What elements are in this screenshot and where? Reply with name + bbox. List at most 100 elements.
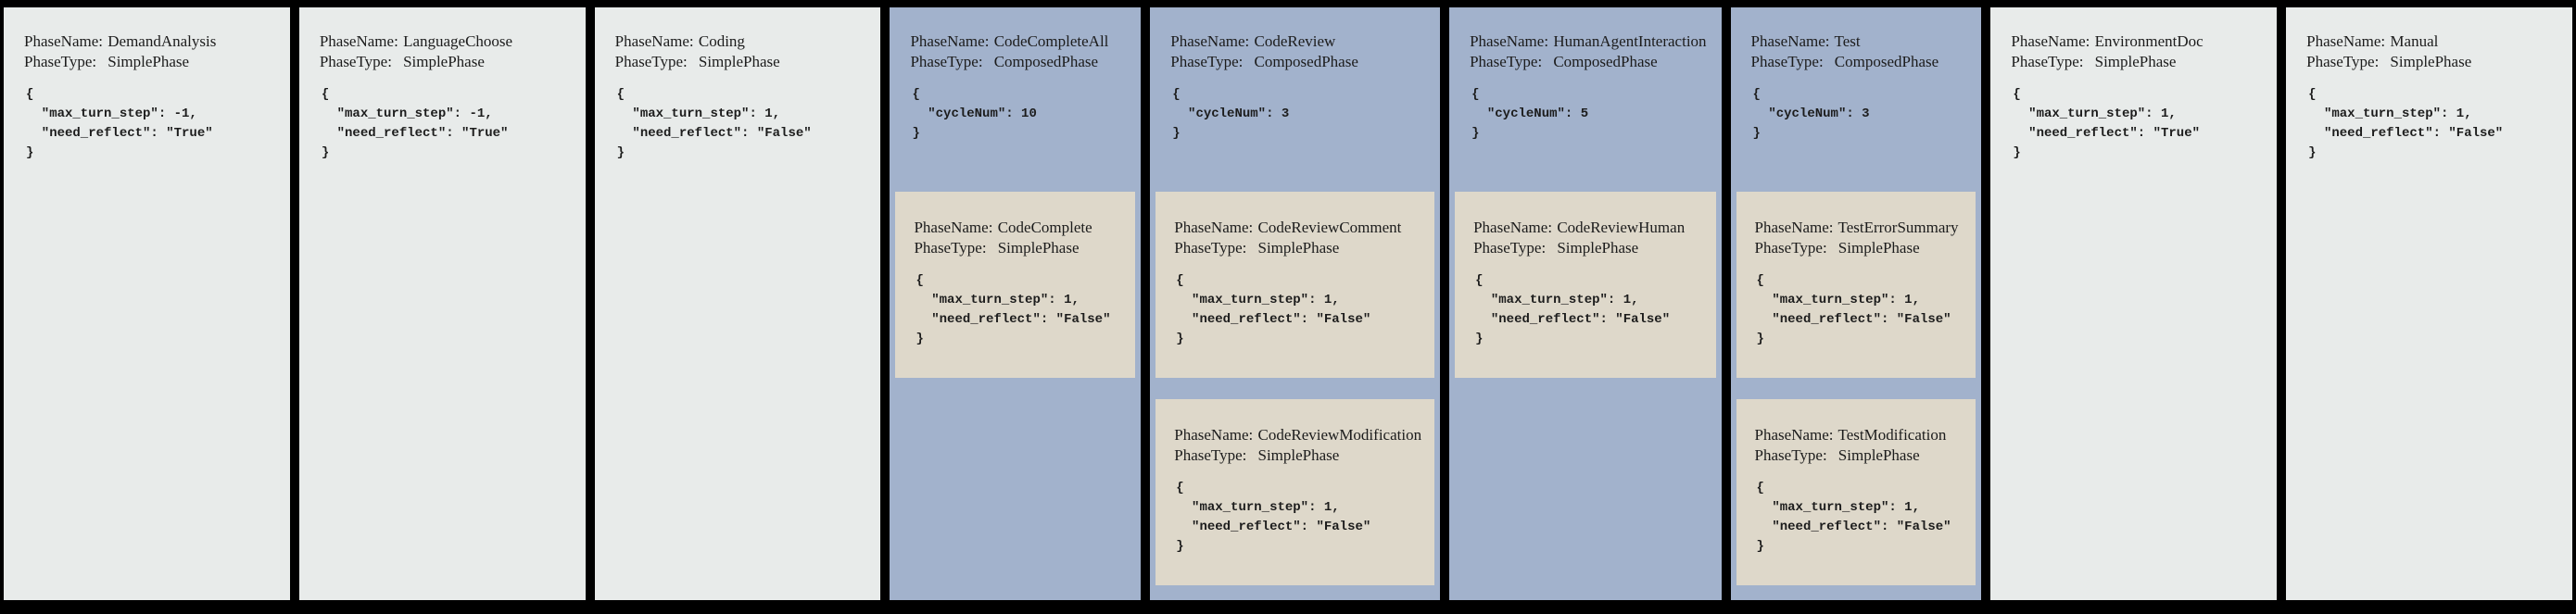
composed-phase-header: PhaseName: CodeCompleteAll PhaseType: Co… — [890, 7, 1141, 192]
phase-name-label: PhaseName: — [910, 32, 990, 50]
phase-type-label: PhaseType: — [2306, 53, 2380, 70]
phase-card-environment-doc: PhaseName: EnvironmentDoc PhaseType: Sim… — [1990, 7, 2278, 600]
phase-type-row: PhaseType: SimplePhase — [615, 52, 866, 72]
phase-type-value: SimplePhase — [698, 53, 780, 70]
composed-phase-header: PhaseName: Test PhaseType: ComposedPhase… — [1731, 7, 1982, 192]
phase-type-value: SimplePhase — [1837, 446, 1920, 464]
phase-type-label: PhaseType: — [1470, 53, 1543, 70]
phase-type-row: PhaseType: ComposedPhase — [910, 52, 1126, 72]
sub-phase-card-test-error-summary: PhaseName: TestErrorSummary PhaseType: S… — [1736, 192, 1976, 378]
phase-config-json: { "max_turn_step": 1, "need_reflect": "F… — [616, 87, 812, 160]
phase-name-value: Test — [1834, 32, 1861, 50]
sub-phase-card-code-review-modification: PhaseName: CodeReviewModification PhaseT… — [1155, 399, 1435, 585]
phase-name-label: PhaseName: — [1754, 219, 1834, 236]
phase-type-row: PhaseType: SimplePhase — [1755, 445, 1964, 466]
phase-type-value: SimplePhase — [1257, 239, 1340, 257]
phase-name-label: PhaseName: — [1174, 219, 1254, 236]
phase-type-row: PhaseType: SimplePhase — [2306, 52, 2557, 72]
phase-config-json: { "max_turn_step": 1, "need_reflect": "F… — [1756, 481, 1951, 554]
phase-name-label: PhaseName: — [1174, 426, 1254, 444]
phase-name-value: CodeReviewModification — [1257, 426, 1422, 444]
phase-type-label: PhaseType: — [1750, 53, 1824, 70]
phase-type-row: PhaseType: ComposedPhase — [1170, 52, 1425, 72]
phase-type-value: ComposedPhase — [1254, 53, 1358, 70]
phase-card-language-choose: PhaseName: LanguageChoose PhaseType: Sim… — [298, 7, 586, 600]
phase-name-row: PhaseName: TestErrorSummary — [1755, 218, 1964, 238]
phase-config-json: { "max_turn_step": 1, "need_reflect": "F… — [1176, 273, 1371, 346]
phase-type-value: SimplePhase — [1257, 446, 1340, 464]
phase-type-row: PhaseType: SimplePhase — [1473, 238, 1702, 258]
phase-name-label: PhaseName: — [914, 219, 993, 236]
phase-type-label: PhaseType: — [910, 53, 983, 70]
phase-type-row: PhaseType: SimplePhase — [1174, 445, 1421, 466]
composed-phase-header: PhaseName: CodeReview PhaseType: Compose… — [1150, 7, 1440, 192]
phase-type-row: PhaseType: SimplePhase — [1174, 238, 1421, 258]
phase-type-row: PhaseType: ComposedPhase — [1751, 52, 1967, 72]
phase-name-row: PhaseName: HumanAgentInteraction — [1470, 31, 1706, 52]
phase-name-label: PhaseName: — [2011, 32, 2090, 50]
phase-config-json: { "cycleNum": 5 } — [1471, 87, 1589, 141]
phase-name-value: Manual — [2390, 32, 2439, 50]
phase-config-json: { "max_turn_step": 1, "need_reflect": "F… — [915, 273, 1111, 346]
phase-config-json: { "cycleNum": 3 } — [1752, 87, 1870, 141]
phase-type-value: SimplePhase — [107, 53, 190, 70]
phase-name-row: PhaseName: CodeReviewModification — [1174, 425, 1421, 445]
phase-type-value: SimplePhase — [997, 239, 1080, 257]
sub-phase-card-code-complete: PhaseName: CodeComplete PhaseType: Simpl… — [895, 192, 1136, 378]
phase-type-label: PhaseType: — [614, 53, 688, 70]
phase-name-value: HumanAgentInteraction — [1553, 32, 1707, 50]
phase-type-label: PhaseType: — [1170, 53, 1244, 70]
phase-name-row: PhaseName: CodeReviewComment — [1174, 218, 1421, 238]
phase-name-row: PhaseName: CodeReviewHuman — [1473, 218, 1702, 238]
phase-card-test: PhaseName: Test PhaseType: ComposedPhase… — [1730, 7, 1982, 600]
phase-name-row: PhaseName: LanguageChoose — [320, 31, 571, 52]
phase-type-row: PhaseType: SimplePhase — [2011, 52, 2262, 72]
phase-name-label: PhaseName: — [2306, 32, 2386, 50]
phase-name-value: CodeComplete — [997, 219, 1092, 236]
phase-config-json: { "max_turn_step": 1, "need_reflect": "F… — [2308, 87, 2504, 160]
phase-type-value: SimplePhase — [2094, 53, 2177, 70]
phase-name-label: PhaseName: — [24, 32, 103, 50]
phase-config-json: { "cycleNum": 10 } — [912, 87, 1037, 141]
phase-name-value: CodeCompleteAll — [993, 32, 1109, 50]
composed-phase-fill — [1731, 585, 1982, 600]
phase-type-label: PhaseType: — [1473, 239, 1547, 257]
phase-name-value: Coding — [698, 32, 745, 50]
phase-name-value: DemandAnalysis — [107, 32, 217, 50]
phase-type-value: ComposedPhase — [1834, 53, 1939, 70]
phase-type-label: PhaseType: — [1174, 446, 1247, 464]
phase-name-row: PhaseName: Test — [1751, 31, 1967, 52]
phase-card-manual: PhaseName: Manual PhaseType: SimplePhase… — [2286, 7, 2572, 600]
phase-config-json: { "max_turn_step": 1, "need_reflect": "F… — [1176, 481, 1371, 554]
phase-type-label: PhaseType: — [914, 239, 987, 257]
phase-type-value: ComposedPhase — [1553, 53, 1658, 70]
phase-config-json: { "max_turn_step": -1, "need_reflect": "… — [26, 87, 213, 160]
phase-config-json: { "cycleNum": 3 } — [1172, 87, 1290, 141]
phase-name-value: CodeReview — [1254, 32, 1336, 50]
phase-name-row: PhaseName: TestModification — [1755, 425, 1964, 445]
phase-name-label: PhaseName: — [319, 32, 398, 50]
phase-name-row: PhaseName: CodeCompleteAll — [910, 31, 1126, 52]
phase-type-label: PhaseType: — [319, 53, 392, 70]
phase-type-value: SimplePhase — [2390, 53, 2472, 70]
phase-name-row: PhaseName: Manual — [2306, 31, 2557, 52]
phase-type-label: PhaseType: — [1754, 446, 1827, 464]
phase-config-json: { "max_turn_step": 1, "need_reflect": "F… — [1475, 273, 1671, 346]
phase-type-row: PhaseType: SimplePhase — [24, 52, 275, 72]
sub-phase-gap — [1731, 378, 1982, 399]
sub-phase-card-code-review-comment: PhaseName: CodeReviewComment PhaseType: … — [1155, 192, 1435, 378]
sub-phase-gap — [1150, 378, 1440, 399]
phase-name-label: PhaseName: — [614, 32, 694, 50]
phase-type-label: PhaseType: — [1174, 239, 1247, 257]
phase-type-value: SimplePhase — [1557, 239, 1639, 257]
phase-name-value: TestErrorSummary — [1837, 219, 1959, 236]
phase-config-json: { "max_turn_step": 1, "need_reflect": "T… — [2013, 87, 2200, 160]
phase-type-row: PhaseType: SimplePhase — [320, 52, 571, 72]
phase-name-value: CodeReviewComment — [1257, 219, 1402, 236]
phase-type-label: PhaseType: — [2011, 53, 2084, 70]
phase-card-coding: PhaseName: Coding PhaseType: SimplePhase… — [594, 7, 881, 600]
phase-name-label: PhaseName: — [1170, 32, 1250, 50]
composed-phase-fill — [1449, 378, 1721, 600]
phase-card-demand-analysis: PhaseName: DemandAnalysis PhaseType: Sim… — [4, 7, 290, 600]
composed-phase-fill — [1150, 585, 1440, 600]
